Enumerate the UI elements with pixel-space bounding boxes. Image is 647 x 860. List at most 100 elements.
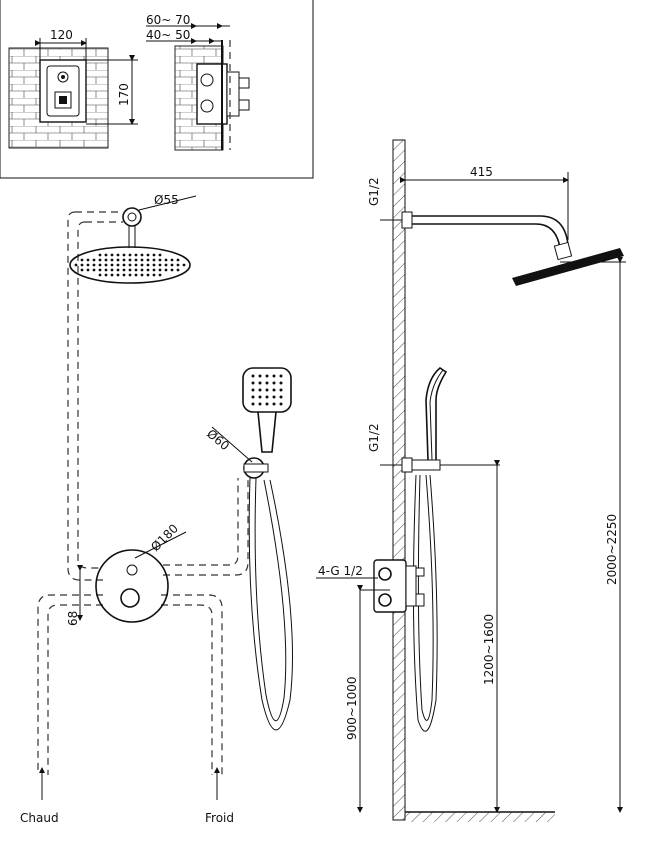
nozzle-dot: [164, 263, 168, 267]
hand-nozzle-grid: [251, 374, 283, 406]
hand-nozzle-dot: [265, 402, 269, 406]
hose: [248, 477, 293, 731]
nozzle-dot: [182, 263, 186, 267]
valve-plate: [95, 549, 169, 623]
head-height-dimension: 2000~2250: [605, 514, 619, 585]
rain-shower-head: [69, 246, 191, 284]
hand-nozzle-dot: [272, 381, 276, 385]
front-view: Ø55 Ø180 68 Ø60 Chaud Froid: [20, 193, 293, 825]
hand-nozzle-dot: [279, 381, 283, 385]
nozzle-dot: [134, 268, 138, 272]
nozzle-dot: [86, 263, 90, 267]
hand-nozzle-dot: [279, 395, 283, 399]
hand-nozzle-dot: [265, 395, 269, 399]
nozzle-dot: [152, 263, 156, 267]
nozzle-dot: [104, 258, 108, 262]
thread-top-label: G1/2: [367, 177, 381, 206]
hand-nozzle-dot: [272, 374, 276, 378]
hand-nozzle-dot: [251, 395, 255, 399]
hand-holder-side: [411, 459, 441, 471]
nozzle-dot: [122, 263, 126, 267]
nozzle-dot: [134, 273, 138, 277]
hand-nozzle-dot: [279, 402, 283, 406]
nozzle-dot: [152, 253, 156, 257]
nozzle-dot: [128, 273, 132, 277]
nozzle-dot: [92, 268, 96, 272]
valve-handle: [120, 588, 140, 608]
nozzle-dot: [158, 268, 162, 272]
nozzle-dot: [146, 273, 150, 277]
nozzle-dot: [98, 273, 102, 277]
wall-flange-dimension: Ø55: [154, 193, 179, 207]
nozzle-dot: [128, 263, 132, 267]
wall-section: [392, 139, 406, 821]
nozzle-dot: [152, 258, 156, 262]
box-height-dimension: 170: [117, 83, 131, 106]
nozzle-dot: [170, 268, 174, 272]
nozzle-dot: [146, 263, 150, 267]
hand-nozzle-dot: [258, 388, 262, 392]
box-detail-panel: 120 170 60~ 70 40~ 50: [0, 0, 314, 179]
nozzle-dot: [164, 258, 168, 262]
holder-height-dimension: 1200~1600: [482, 614, 496, 685]
nozzle-dot: [140, 268, 144, 272]
nozzle-dot: [176, 268, 180, 272]
nozzle-dot: [158, 273, 162, 277]
offset-dimension: 68: [66, 611, 80, 626]
valve-height-dimension: 900~1000: [345, 677, 359, 741]
depth-outer-dimension: 60~ 70: [146, 13, 190, 27]
hand-nozzle-dot: [279, 388, 283, 392]
nozzle-dot: [170, 258, 174, 262]
nozzle-dot: [152, 273, 156, 277]
hand-shower-head: [242, 367, 292, 413]
nozzle-dot: [80, 263, 84, 267]
nozzle-dot: [110, 263, 114, 267]
nozzle-dot: [86, 258, 90, 262]
hand-nozzle-dot: [265, 374, 269, 378]
nozzle-dot: [170, 263, 174, 267]
nozzle-dot: [122, 273, 126, 277]
nozzle-dot: [74, 263, 78, 267]
nozzle-dot: [110, 273, 114, 277]
nozzle-dot: [176, 263, 180, 267]
nozzle-dot: [98, 258, 102, 262]
nozzle-dot: [116, 258, 120, 262]
nozzle-dot: [116, 263, 120, 267]
arm-length-dimension: 415: [470, 165, 493, 179]
nozzle-dot: [176, 258, 180, 262]
nozzle-dot: [152, 268, 156, 272]
rain-head-side: [512, 248, 624, 286]
nozzle-dot: [140, 253, 144, 257]
hand-nozzle-dot: [258, 395, 262, 399]
hand-nozzle-dot: [272, 395, 276, 399]
nozzle-dot: [128, 258, 132, 262]
floor-section: [405, 812, 555, 822]
shower-arm: [412, 215, 569, 246]
nozzle-dot: [134, 258, 138, 262]
nozzle-dot: [140, 273, 144, 277]
nozzle-dot: [158, 263, 162, 267]
box-width-dimension: 120: [50, 28, 73, 42]
hot-inlet-label: Chaud: [20, 811, 59, 825]
nozzle-dot: [80, 268, 84, 272]
hand-nozzle-dot: [258, 374, 262, 378]
nozzle-dot: [80, 258, 84, 262]
hand-nozzle-dot: [265, 381, 269, 385]
hand-nozzle-dot: [265, 388, 269, 392]
nozzle-dot: [92, 263, 96, 267]
hand-nozzle-dot: [251, 402, 255, 406]
nozzle-dot: [128, 253, 132, 257]
nozzle-dot: [104, 253, 108, 257]
nozzle-dot: [104, 263, 108, 267]
nozzle-dot: [116, 273, 120, 277]
nozzle-dot: [98, 268, 102, 272]
side-view: G1/2 415 G1/2 4-G 1/2 900~1000 1200~1600: [316, 139, 626, 822]
nozzle-dot: [116, 253, 120, 257]
nozzle-dot: [122, 253, 126, 257]
hand-nozzle-dot: [251, 374, 255, 378]
nozzle-dot: [98, 263, 102, 267]
nozzle-dot: [122, 258, 126, 262]
nozzle-dot: [116, 268, 120, 272]
hand-nozzle-dot: [251, 381, 255, 385]
